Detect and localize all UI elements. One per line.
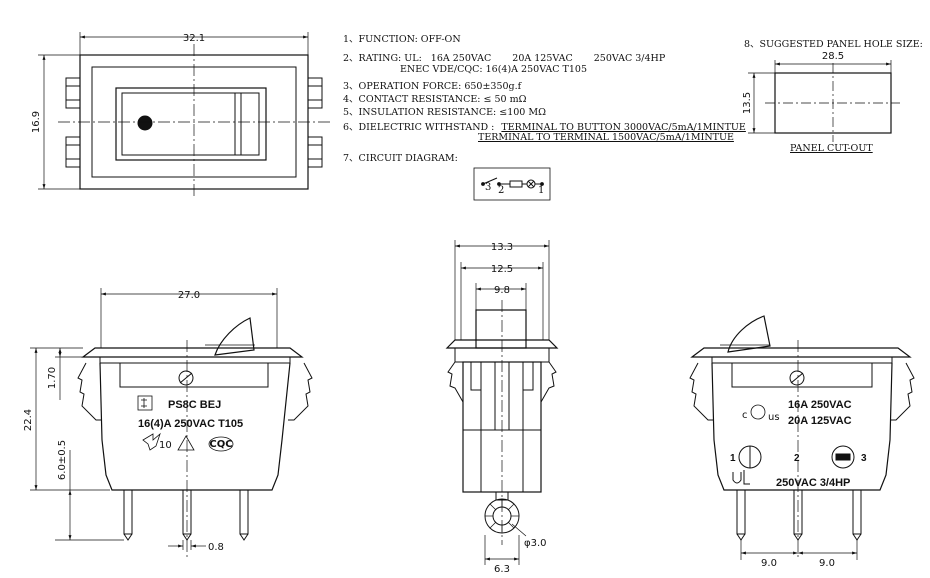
front-model-label: PS8C BEJ bbox=[168, 399, 221, 411]
side-view bbox=[445, 240, 559, 565]
dim-front-flange: 1.70 bbox=[47, 367, 58, 389]
dim-rear-pitch-1: 9.0 bbox=[761, 558, 777, 569]
rocker-actuator bbox=[214, 317, 255, 356]
dim-side-bottom: 6.3 bbox=[494, 564, 510, 575]
spec-rating-ul-3: 250VAC 3/4HP bbox=[593, 53, 666, 64]
spec-contact-resistance: 4、CONTACT RESISTANCE: ≤ 50 mΩ bbox=[343, 94, 527, 105]
dim-top-width: 32.1 bbox=[183, 33, 205, 44]
dim-side-w1: 13.3 bbox=[491, 242, 513, 253]
rear-hp-label: 250VAC 3/4HP bbox=[776, 477, 850, 489]
spec-rating-ul-1: 16A 250VAC bbox=[430, 53, 492, 64]
rear-ul-us: us bbox=[768, 412, 780, 423]
panel-cutout-label: PANEL CUT-OUT bbox=[790, 143, 873, 154]
circuit-terminal-2: 2 bbox=[498, 185, 504, 196]
spec-dielectric-2: TERMINAL TO TERMINAL 1500VAC/5mA/1MINTUE bbox=[478, 132, 734, 143]
dim-panel-height: 13.5 bbox=[742, 92, 753, 114]
spec-dielectric: 6、DIELECTRIC WITHSTAND : TERMINAL TO BUT… bbox=[343, 119, 746, 133]
front-rating-label: 16(4)A 250VAC T105 bbox=[138, 418, 243, 430]
pin-3-marker bbox=[831, 445, 855, 469]
top-view bbox=[38, 32, 330, 196]
dim-rear-pitch-2: 9.0 bbox=[819, 558, 835, 569]
front-view bbox=[30, 288, 313, 560]
dim-top-height: 16.9 bbox=[31, 111, 42, 133]
circuit-terminal-3: 3 bbox=[485, 182, 491, 193]
brand-logo bbox=[137, 395, 153, 411]
spec-dielectric-label: 6、DIELECTRIC WITHSTAND : bbox=[343, 122, 495, 133]
dim-side-diameter: φ3.0 bbox=[524, 538, 547, 549]
dim-side-w3: 9.8 bbox=[494, 285, 510, 296]
spec-dielectric-1: TERMINAL TO BUTTON 3000VAC/5mA/1MINTUE bbox=[501, 122, 746, 133]
rear-rating-1: 16A 250VAC bbox=[788, 399, 852, 411]
panel-hole-view bbox=[748, 60, 900, 142]
spec-function: 1、FUNCTION: OFF-ON bbox=[343, 34, 461, 45]
rear-pin-1: 1 bbox=[730, 453, 736, 464]
spec-circuit-label: 7、CIRCUIT DIAGRAM: bbox=[343, 153, 458, 164]
circuit-terminal-1: 1 bbox=[538, 185, 544, 196]
rear-rating-2: 20A 125VAC bbox=[788, 415, 852, 427]
rear-rocker bbox=[727, 315, 771, 353]
spec-rating-enec: ENEC VDE/CQC: 16(4)A 250VAC T105 bbox=[400, 64, 588, 75]
spec-rating: 2、RATING: UL: 16A 250VAC 20A 125VAC 250V… bbox=[343, 50, 665, 64]
spec-insulation-resistance: 5、INSULATION RESISTANCE: ≤100 MΩ bbox=[343, 107, 546, 118]
circuit-diagram bbox=[473, 167, 551, 201]
front-cert-10: 10 bbox=[159, 440, 172, 451]
rear-pin-3: 3 bbox=[861, 453, 867, 464]
triangle-mark bbox=[177, 435, 195, 451]
dim-side-w2: 12.5 bbox=[491, 264, 513, 275]
indicator-dot bbox=[137, 115, 153, 131]
dim-front-pin: 6.0±0.5 bbox=[57, 440, 68, 480]
dim-front-height: 22.4 bbox=[23, 409, 34, 431]
front-cert-cqc: CQC bbox=[209, 439, 232, 450]
dim-front-pin-width: 0.8 bbox=[208, 542, 224, 553]
ul-recognized-mark bbox=[732, 470, 750, 485]
dim-front-width: 27.0 bbox=[178, 290, 200, 301]
ccc-style-mark bbox=[142, 432, 161, 451]
spec-operation-force: 3、OPERATION FORCE: 650±350g.f bbox=[343, 81, 522, 92]
rear-view bbox=[689, 315, 915, 560]
cqc-mark bbox=[208, 436, 234, 452]
ul-mark bbox=[750, 404, 766, 420]
spec-rating-ul-2: 20A 125VAC bbox=[512, 53, 573, 64]
spec-rating-label: 2、RATING: UL: bbox=[343, 53, 422, 64]
dim-panel-width: 28.5 bbox=[822, 51, 844, 62]
spec-panel-label: 8、SUGGESTED PANEL HOLE SIZE: bbox=[744, 39, 923, 50]
rear-ul-c: c bbox=[742, 410, 748, 421]
rear-pin-2: 2 bbox=[794, 453, 800, 464]
